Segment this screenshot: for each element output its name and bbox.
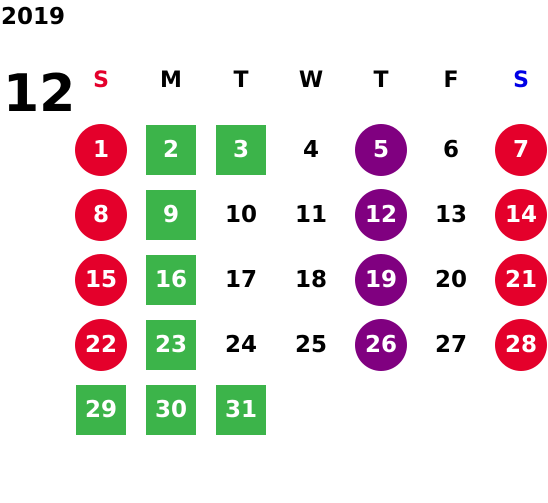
day-cell: 12 xyxy=(355,189,407,241)
day-number: 4 xyxy=(302,136,319,163)
day-red-circle: 21 xyxy=(495,254,547,306)
day-number: 20 xyxy=(434,266,467,293)
day-number: 18 xyxy=(294,266,327,293)
month-number: 12 xyxy=(3,64,76,124)
day-cell: 22 xyxy=(75,319,127,371)
empty-cell xyxy=(285,384,337,436)
day-cell: 2 xyxy=(145,124,197,176)
day-cell: 17 xyxy=(215,254,267,306)
day-cell: 28 xyxy=(495,319,547,371)
day-number: 27 xyxy=(434,331,467,358)
day-red-circle: 28 xyxy=(495,319,547,371)
day-cell: 8 xyxy=(75,189,127,241)
day-cell: 13 xyxy=(425,189,477,241)
day-cell: 10 xyxy=(215,189,267,241)
day-green-square: 29 xyxy=(76,385,126,435)
day-cell: 4 xyxy=(285,124,337,176)
empty-cell xyxy=(425,384,477,436)
day-purple-circle: 19 xyxy=(355,254,407,306)
day-cell: 7 xyxy=(495,124,547,176)
day-green-square: 31 xyxy=(216,385,266,435)
day-cell: 29 xyxy=(75,384,127,436)
day-cell: 25 xyxy=(285,319,337,371)
day-green-square: 3 xyxy=(216,125,266,175)
day-cell: 20 xyxy=(425,254,477,306)
day-cell: 30 xyxy=(145,384,197,436)
day-number: 17 xyxy=(224,266,257,293)
day-cell: 26 xyxy=(355,319,407,371)
day-cell: 3 xyxy=(215,124,267,176)
day-cell: 19 xyxy=(355,254,407,306)
day-number: 6 xyxy=(442,136,459,163)
day-cell: 5 xyxy=(355,124,407,176)
day-number: 11 xyxy=(294,201,327,228)
day-red-circle: 15 xyxy=(75,254,127,306)
day-cell: 15 xyxy=(75,254,127,306)
day-cell: 9 xyxy=(145,189,197,241)
day-number: 13 xyxy=(434,201,467,228)
day-cell: 27 xyxy=(425,319,477,371)
day-green-square: 2 xyxy=(146,125,196,175)
day-cell: 6 xyxy=(425,124,477,176)
day-purple-circle: 26 xyxy=(355,319,407,371)
day-red-circle: 1 xyxy=(75,124,127,176)
weekday-header: T xyxy=(233,68,249,93)
day-red-circle: 8 xyxy=(75,189,127,241)
day-red-circle: 7 xyxy=(495,124,547,176)
day-green-square: 30 xyxy=(146,385,196,435)
weekday-header: F xyxy=(443,68,459,93)
day-cell: 14 xyxy=(495,189,547,241)
day-cell: 24 xyxy=(215,319,267,371)
day-cell: 31 xyxy=(215,384,267,436)
day-number: 24 xyxy=(224,331,257,358)
weekday-header: S xyxy=(513,68,529,93)
day-number: 10 xyxy=(224,201,257,228)
year-label: 2019 xyxy=(1,4,66,30)
weekday-header: S xyxy=(93,68,109,93)
day-cell: 21 xyxy=(495,254,547,306)
day-red-circle: 14 xyxy=(495,189,547,241)
day-number: 25 xyxy=(294,331,327,358)
weekday-header: W xyxy=(298,68,324,93)
day-cell: 18 xyxy=(285,254,337,306)
day-green-square: 23 xyxy=(146,320,196,370)
day-green-square: 9 xyxy=(146,190,196,240)
day-cell: 23 xyxy=(145,319,197,371)
empty-cell xyxy=(495,384,547,436)
empty-cell xyxy=(355,384,407,436)
day-red-circle: 22 xyxy=(75,319,127,371)
day-cell: 11 xyxy=(285,189,337,241)
day-cell: 16 xyxy=(145,254,197,306)
day-purple-circle: 12 xyxy=(355,189,407,241)
day-cell: 1 xyxy=(75,124,127,176)
day-purple-circle: 5 xyxy=(355,124,407,176)
weekday-header: M xyxy=(160,68,182,93)
weekday-header: T xyxy=(373,68,389,93)
day-green-square: 16 xyxy=(146,255,196,305)
